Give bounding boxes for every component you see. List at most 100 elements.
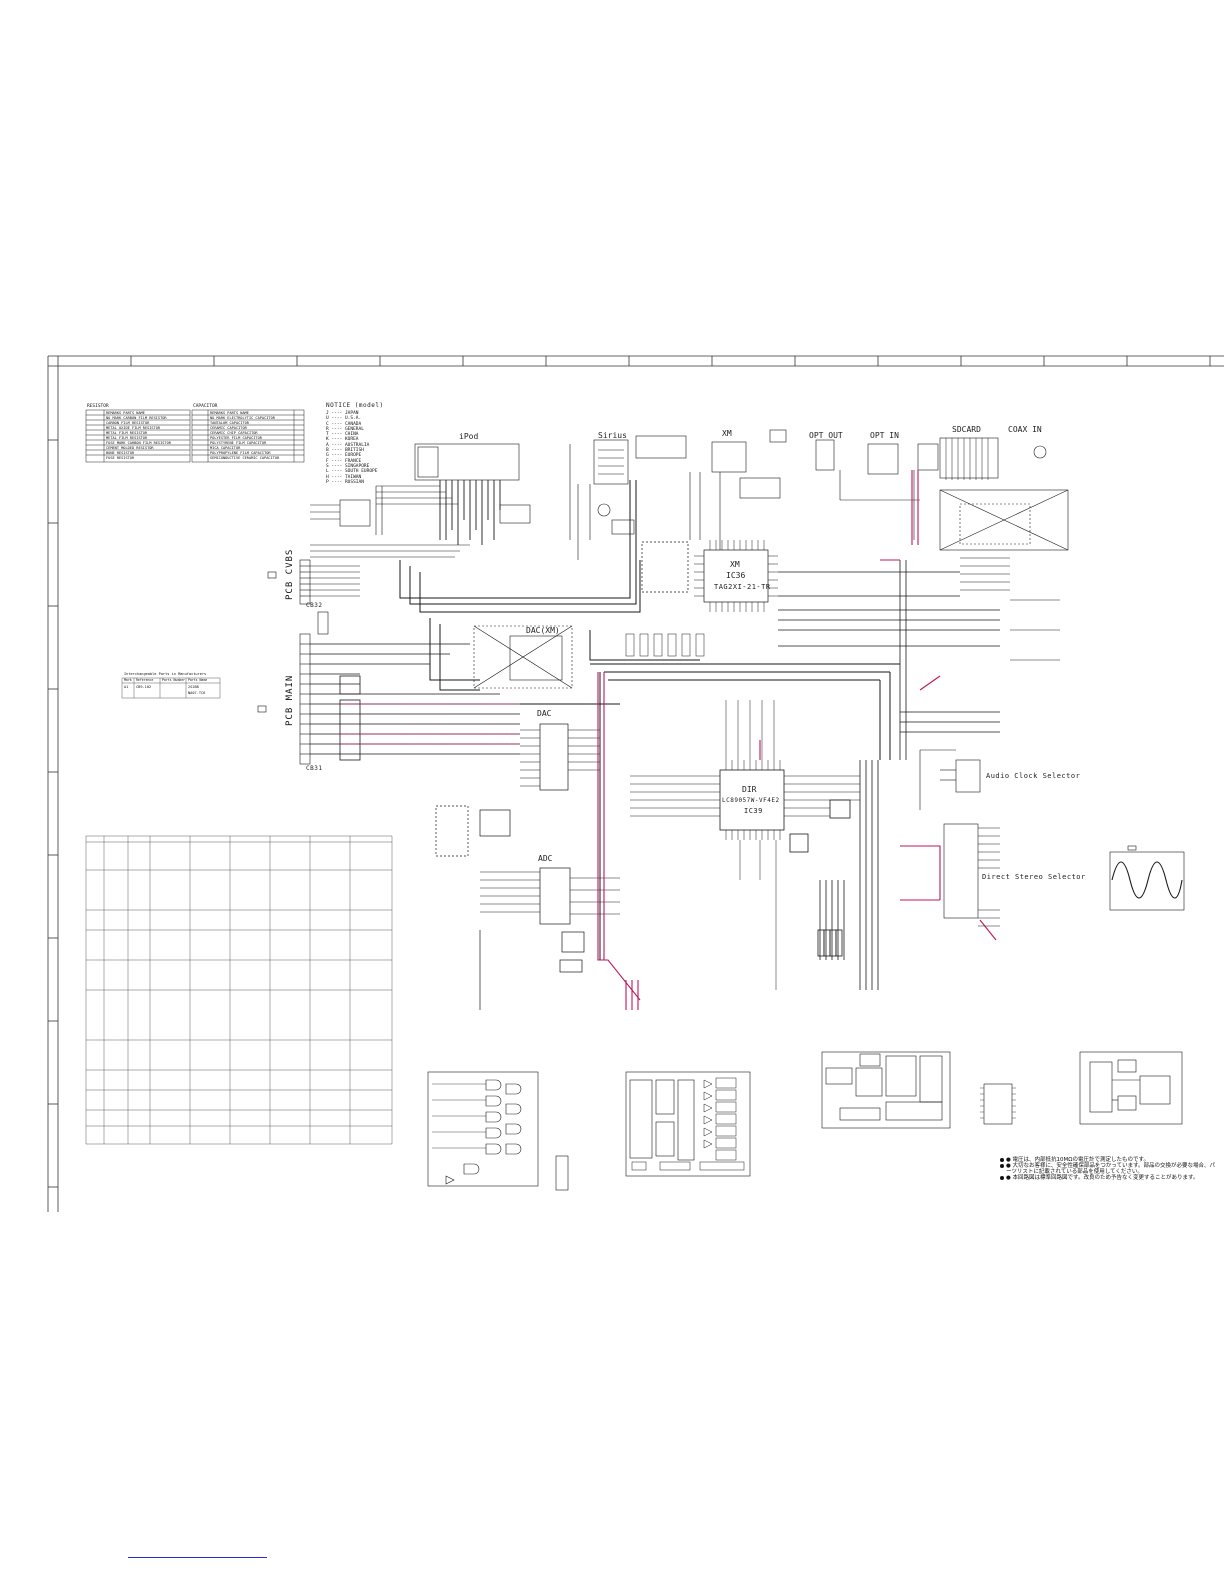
notice-item: K ---- KOREA — [326, 437, 359, 443]
note-line: ● 大切なお客様に、安全性確保部品をつかっています。部品の交換が必要な場合、パー… — [1006, 1163, 1216, 1175]
notice-item: J ---- JAPAN — [326, 411, 359, 416]
interchange-header-partno: Parts Number — [162, 678, 186, 682]
sirius-block — [569, 435, 687, 560]
note-line: ● 本回路図は標準回路図です。改良のため予告なく変更することがあります。 — [1006, 1175, 1199, 1181]
block-diagram-4 — [1079, 1051, 1183, 1125]
audio-clock-selector-title: Audio Clock Selector — [986, 772, 1081, 780]
interchange-header-mark: Mark — [124, 678, 132, 682]
interchange-table-grid — [121, 677, 221, 699]
legend-row: FUSE MARK CARBON FILM RESISTOR — [106, 441, 171, 445]
dac-ic — [435, 723, 600, 857]
pcb-cvbs-connector: CB32 — [306, 602, 323, 609]
opt-out-title: OPT OUT — [809, 431, 843, 440]
dir-ic — [630, 700, 860, 990]
legend-resistor-rows: REMARKS PARTS NAME NO MARK CARBON FILM R… — [106, 411, 171, 461]
notice-item: G ---- EUROPE — [326, 453, 362, 459]
main-connector — [257, 611, 520, 765]
routing-lines — [399, 480, 900, 960]
sirius-title: Sirius — [598, 431, 627, 440]
opt-in-title: OPT IN — [870, 431, 899, 440]
interchange-cell: NA07-TC6 — [188, 691, 206, 695]
legend-row: METAL FILM RESISTOR — [106, 436, 148, 440]
legend-row: METAL OXIDE FILM RESISTOR — [106, 426, 161, 430]
audio-clock-selector — [919, 749, 981, 810]
dir-part: LC89057W-VF4E2 — [722, 797, 780, 804]
xm-ic-part: TAG2XI-21-TR — [714, 583, 771, 591]
legend-resistor-title: RESISTOR — [87, 404, 109, 409]
row-ticks — [48, 439, 58, 1188]
notice-item: T ---- CHINA — [326, 432, 359, 438]
xm-ic-title: XM — [730, 560, 740, 569]
legend-row: CEMENT MOLDED RESISTOR — [106, 446, 154, 450]
xm-ic36 — [625, 540, 1000, 657]
xm-top-title: XM — [722, 429, 732, 438]
legend-row: TANTALUM CAPACITOR — [210, 421, 249, 425]
interchange-cell: 2S2B8 — [188, 685, 199, 689]
ic-package — [980, 1083, 1016, 1125]
pcb-cvbs-label: PCB CVBS — [285, 548, 295, 600]
direct-stereo-selector — [943, 823, 1000, 927]
note-bullets — [1000, 1158, 1004, 1180]
notice-item: L ---- SOUTH EUROPE — [326, 469, 378, 475]
notice-list: J ---- JAPAN U ---- U.S.A. C ---- CANADA… — [326, 411, 377, 485]
adc-title: ADC — [538, 854, 553, 863]
notice-item: R ---- GENERAL — [326, 426, 364, 432]
legend-row: POLYSTYRENE FILM CAPACITOR — [210, 441, 267, 445]
legend-row: CERAMIC CAPACITOR — [210, 426, 247, 430]
legend-row: SEMICONDUCTIVE CERAMIC CAPACITOR — [210, 456, 280, 460]
dir-title: DIR — [742, 785, 757, 794]
logic-diagram-2 — [625, 1071, 751, 1177]
xm-top-block — [689, 429, 787, 550]
notice-item: C ---- CANADA — [326, 421, 362, 427]
direct-stereo-selector-title: Direct Stereo Selector — [982, 873, 1086, 881]
pcb-main-connector: CB31 — [306, 765, 323, 772]
legend-row: BONE RESISTOR — [106, 451, 135, 455]
legend-row: METAL FILM RESISTOR — [106, 431, 148, 435]
notice-item: U ---- U.S.A. — [326, 416, 362, 422]
pcb-main-label: PCB MAIN — [285, 674, 295, 726]
dir-ic: IC39 — [744, 807, 763, 815]
footer-link-underline[interactable] — [128, 1557, 267, 1558]
column-ticks — [130, 356, 1211, 366]
notice-item: H ---- TAIWAN — [326, 474, 362, 480]
notice-item: F ---- FRANCE — [326, 458, 362, 464]
dac-xm-block — [473, 625, 573, 689]
interchange-table-title: Interchangeable Parts in Manufacturers — [124, 672, 207, 676]
ipod-block — [310, 443, 531, 558]
legend-row: POLYESTER FILM CAPACITOR — [210, 436, 262, 440]
interchange-cell: A1 — [124, 685, 129, 689]
interchange-cell: CB9-102 — [136, 685, 152, 689]
notice-title: NOTICE (model) — [326, 402, 384, 409]
interchange-header-partname: Parts Name — [188, 678, 208, 682]
highlight-paths — [340, 470, 997, 1010]
legend-capacitor-rows: REMARKS PARTS NAME NO MARK ELECTROLYTIC … — [210, 411, 279, 461]
legend-capacitor-table — [191, 409, 305, 463]
sdcard-title: SDCARD — [952, 425, 981, 434]
cvbs-connector — [267, 559, 360, 605]
legend-row: NO MARK ELECTROLYTIC CAPACITOR — [210, 416, 275, 420]
legend-resistor-table — [85, 409, 191, 463]
adc-ic — [479, 867, 620, 1010]
legend-row: POLYPROPYLENE FILM CAPACITOR — [210, 451, 271, 455]
notice-item: S ---- SINGAPORE — [326, 463, 370, 469]
note-line: ● 電圧は、内部抵抗10MΩの電圧計で測定したものです。 — [1006, 1157, 1149, 1163]
legend-row: FUSE RESISTOR — [106, 456, 135, 460]
notes-block: ● 電圧は、内部抵抗10MΩの電圧計で測定したものです。 ● 大切なお客様に、安… — [1006, 1157, 1220, 1181]
sheet-frame — [47, 355, 1224, 1212]
xm-ic-number: IC36 — [726, 571, 746, 580]
waveform-box — [1109, 845, 1185, 911]
legend-row: CERAMIC CHIP CAPACITOR — [210, 431, 258, 435]
legend-row: NO MARK CARBON FILM RESISTOR — [106, 416, 167, 420]
legend-row: CARBON FILM RESISTOR — [106, 421, 150, 425]
ipod-title: iPod — [459, 432, 479, 441]
block-diagram-3 — [821, 1051, 951, 1129]
legend-row: REMARKS PARTS NAME — [210, 411, 249, 415]
interchange-header-ref: Reference — [136, 678, 154, 682]
notice-item: P ---- RUSSIAN — [326, 479, 364, 485]
logic-diagram-1 — [427, 1071, 569, 1191]
dac-xm-title: DAC(XM) — [526, 626, 560, 635]
parts-table — [85, 835, 393, 1145]
output-lines — [960, 557, 1060, 661]
notice-item: A ---- AUSTRALIA — [326, 442, 370, 448]
